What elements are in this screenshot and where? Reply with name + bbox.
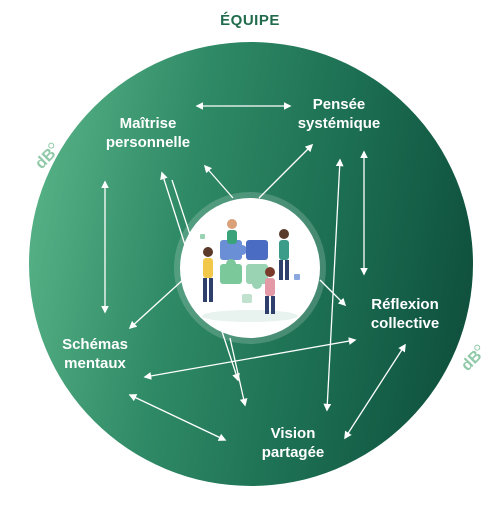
arrow-center-maitrise-1: [160, 171, 186, 246]
team-puzzle-icon: [200, 219, 300, 322]
db-logo-right: d B: [456, 342, 490, 381]
arrow-center-pensee: [258, 143, 314, 199]
arrow-schemas-reflexion: [143, 337, 357, 380]
node-maitrise-personnelle: Maîtrise personnelle: [105, 115, 191, 151]
node-schemas-mentaux: Schémas mentaux: [62, 336, 128, 372]
node-pensee-systemique: Pensée systémique: [297, 96, 381, 132]
arrow-center-schemas: [128, 277, 186, 330]
db-logo-left: d B: [30, 140, 64, 179]
arrow-reflexion-vision: [344, 343, 406, 440]
center-illustration: [180, 198, 320, 338]
node-vision-partagee: Vision partagée: [261, 425, 325, 461]
arrow-center-maitrise-2: [203, 164, 234, 199]
arrow-pensee-vision: [323, 158, 344, 412]
node-reflexion-collective: Réflexion collective: [370, 296, 440, 332]
diagram-title: ÉQUIPE: [220, 12, 280, 29]
arrow-center-reflexion: [319, 279, 347, 307]
arrow-schemas-vision: [128, 394, 227, 441]
